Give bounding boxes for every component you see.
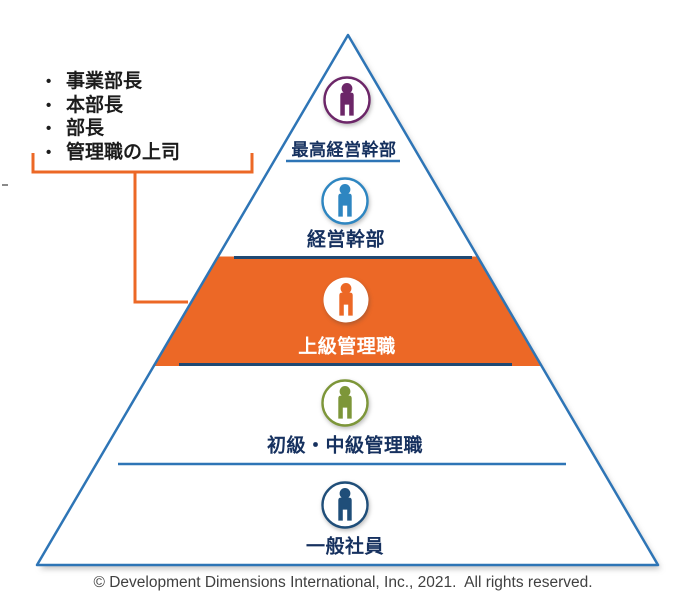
level-2-label: 経営幹部 (306, 229, 386, 251)
stray-dash (2, 184, 8, 186)
callout-bracket-stem (133, 172, 188, 304)
callout-item-label: 本部長 (66, 94, 124, 116)
copyright-text: © Development Dimensions International, … (93, 574, 593, 591)
level-4-person-icon (321, 379, 369, 427)
callout-bracket (31, 153, 254, 174)
bullet-icon: • (46, 143, 52, 161)
level-3-person-icon (323, 277, 369, 323)
level-5-label: 一般社員 (305, 536, 385, 558)
callout-item-label: 部長 (66, 118, 105, 139)
level-2-person-icon (321, 177, 369, 225)
level-3-label: 上級管理職 (298, 336, 396, 358)
pyramid-outline (35, 33, 660, 567)
callout-item: • 本部長 (46, 94, 180, 118)
level-1-person-icon (323, 76, 371, 124)
bullet-icon: • (46, 96, 52, 114)
callout-item: • 事業部長 (46, 70, 180, 94)
callout-list: • 事業部長 • 本部長 • 部長 • 管理職の上司 (46, 70, 180, 164)
callout-item-label: 事業部長 (66, 71, 143, 92)
callout-item-label: 管理職の上司 (66, 141, 181, 163)
level-5-person-icon (321, 481, 369, 529)
level-4-label: 初級・中級管理職 (266, 435, 424, 457)
callout-item: • 部長 (46, 117, 180, 141)
bullet-icon: • (46, 73, 52, 90)
callout-item: • 管理職の上司 (46, 141, 180, 165)
bullet-icon: • (46, 120, 52, 137)
level-1-label: 最高経営幹部 (291, 140, 397, 160)
